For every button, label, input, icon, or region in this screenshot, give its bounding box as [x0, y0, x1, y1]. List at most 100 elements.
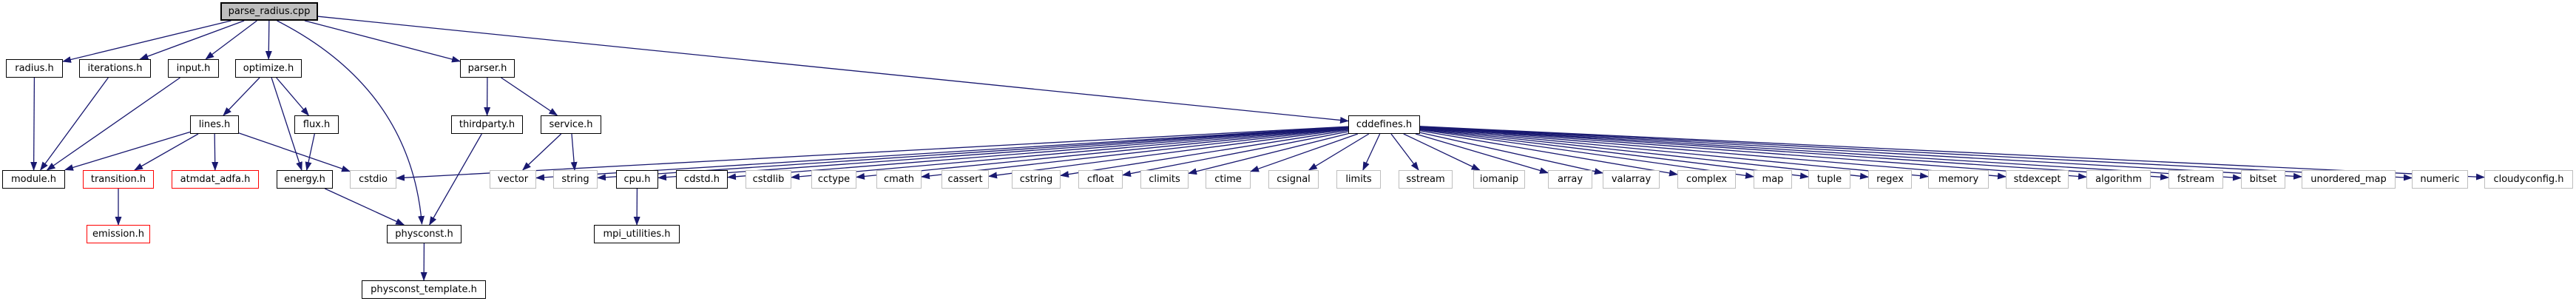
edge-cddefines.h-to-ctime [1250, 133, 1359, 172]
node-csignal: csignal [1268, 170, 1319, 189]
node-label: lines.h [198, 119, 231, 130]
node-label: thirdparty.h [459, 119, 515, 130]
node-label: cfloat [1086, 174, 1115, 185]
node-string: string [553, 170, 598, 189]
edge-cddefines.h-to-climits [1188, 132, 1349, 175]
edge-cddefines.h-to-cdstd.h [727, 126, 1349, 180]
edge-lines.h-to-module.h [64, 131, 191, 171]
edge-energy.h-to-physconst.h [325, 188, 405, 226]
node-label: transition.h [90, 174, 146, 185]
node-parse_radius.cpp[interactable]: parse_radius.cpp [220, 2, 318, 21]
edge-cddefines.h-to-vector [535, 126, 1349, 181]
node-physconst.h[interactable]: physconst.h [387, 225, 462, 243]
node-cpu.h[interactable]: cpu.h [616, 170, 658, 189]
node-label: cassert [947, 174, 983, 185]
node-label: atmdat_adfa.h [180, 174, 251, 185]
node-iterations.h[interactable]: iterations.h [79, 59, 151, 78]
edge-flux.h-to-energy.h [305, 133, 315, 171]
node-label: parser.h [467, 63, 507, 74]
node-label: physconst_template.h [371, 284, 477, 295]
node-label: algorithm [2095, 174, 2142, 185]
node-label: csignal [1277, 174, 1311, 185]
node-fstream: fstream [2168, 170, 2223, 189]
edge-cddefines.h-to-memory [1419, 127, 1929, 180]
node-label: cmath [883, 174, 915, 185]
edge-cddefines.h-to-cstdio [396, 126, 1349, 181]
node-thirdparty.h[interactable]: thirdparty.h [451, 115, 523, 134]
edge-parser.h-to-service.h [501, 77, 558, 116]
node-label: vector [497, 174, 529, 185]
edge-cddefines.h-to-valarray [1419, 132, 1603, 175]
node-atmdat_adfa.h[interactable]: atmdat_adfa.h [172, 170, 259, 189]
node-energy.h[interactable]: energy.h [277, 170, 333, 189]
node-label: regex [1876, 174, 1904, 185]
node-parser.h[interactable]: parser.h [460, 59, 515, 78]
node-label: valarray [1611, 174, 1652, 185]
node-label: map [1762, 174, 1784, 185]
node-transition.h[interactable]: transition.h [83, 170, 154, 189]
node-emission.h[interactable]: emission.h [87, 225, 150, 243]
node-label: cpu.h [623, 174, 651, 185]
node-radius.h[interactable]: radius.h [6, 59, 63, 78]
node-label: fstream [2177, 174, 2215, 185]
edge-parse_radius.cpp-to-input.h [205, 20, 257, 60]
node-cstdio: cstdio [350, 170, 396, 189]
node-label: bitset [2249, 174, 2277, 185]
node-label: flux.h [302, 119, 331, 130]
edge-optimize.h-to-energy.h [271, 77, 302, 171]
node-map: map [1754, 170, 1792, 189]
node-cfloat: cfloat [1078, 170, 1123, 189]
node-label: optimize.h [243, 63, 294, 74]
node-mpi_utilities.h[interactable]: mpi_utilities.h [594, 225, 680, 243]
edge-radius.h-to-module.h [30, 77, 38, 171]
node-label: cstdlib [752, 174, 785, 185]
edge-cddefines.h-to-cloudyconfig.h [1419, 126, 2485, 180]
node-service.h[interactable]: service.h [541, 115, 601, 134]
node-label: mpi_utilities.h [603, 229, 671, 240]
edge-optimize.h-to-lines.h [223, 77, 260, 116]
edge-cddefines.h-to-map [1419, 129, 1754, 179]
node-tuple: tuple [1808, 170, 1850, 189]
node-label: radius.h [15, 63, 54, 74]
node-label: sstream [1406, 174, 1445, 185]
node-label: string [561, 174, 589, 185]
edge-parse_radius.cpp-to-parser.h [304, 20, 461, 63]
edge-cddefines.h-to-numeric [1419, 126, 2413, 181]
node-input.h[interactable]: input.h [168, 59, 219, 78]
edge-iterations.h-to-module.h [40, 77, 109, 171]
node-flux.h[interactable]: flux.h [294, 115, 339, 134]
node-lines.h[interactable]: lines.h [190, 115, 239, 134]
node-label: energy.h [284, 174, 325, 185]
node-label: stdexcept [2013, 174, 2061, 185]
node-valarray: valarray [1603, 170, 1660, 189]
node-label: parse_radius.cpp [228, 6, 311, 17]
node-module.h[interactable]: module.h [2, 170, 65, 189]
node-optimize.h[interactable]: optimize.h [235, 59, 302, 78]
node-label: iomanip [1479, 174, 1519, 185]
node-label: cstring [1019, 174, 1053, 185]
edge-cddefines.h-to-array [1415, 133, 1549, 174]
node-regex: regex [1868, 170, 1912, 189]
node-algorithm: algorithm [2086, 170, 2151, 189]
node-label: tuple [1816, 174, 1842, 185]
edge-cddefines.h-to-bitset [1419, 126, 2242, 181]
edge-parse_radius.cpp-to-radius.h [62, 20, 231, 63]
node-label: service.h [549, 119, 593, 130]
node-physconst_template.h[interactable]: physconst_template.h [362, 280, 486, 299]
node-bitset: bitset [2241, 170, 2285, 189]
node-ctime: ctime [1206, 170, 1251, 189]
edge-cddefines.h-to-cstring [1060, 129, 1349, 178]
node-label: cctype [817, 174, 851, 185]
edge-cddefines.h-to-sstream [1390, 133, 1419, 171]
node-label: unordered_map [2310, 174, 2387, 185]
node-cdstd.h[interactable]: cdstd.h [676, 170, 728, 189]
node-label: climits [1149, 174, 1180, 185]
node-label: ctime [1214, 174, 1242, 185]
node-cddefines.h[interactable]: cddefines.h [1348, 115, 1420, 134]
edge-service.h-to-vector [522, 133, 562, 171]
edge-service.h-to-string [570, 133, 578, 171]
node-label: iterations.h [87, 63, 143, 74]
edge-cddefines.h-to-limits [1362, 133, 1381, 171]
